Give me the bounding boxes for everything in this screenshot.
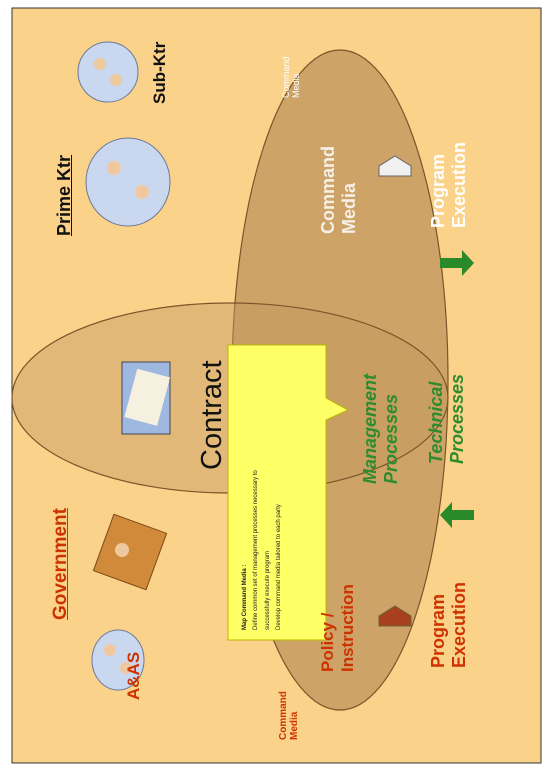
prime-ktr-label: Prime Ktr bbox=[54, 154, 74, 236]
note-line-2: successfully execute program bbox=[264, 550, 271, 630]
program-execution-label-right: Program Execution bbox=[428, 141, 469, 228]
people-group-icon bbox=[77, 41, 139, 103]
green-arrow-icon bbox=[440, 250, 474, 276]
command-media-arrow-icon bbox=[378, 605, 412, 627]
note-text: Map Command Media : Define common set of… bbox=[240, 350, 286, 630]
desk-worker-icon bbox=[92, 513, 168, 591]
contract-label: Contract bbox=[196, 360, 228, 470]
policy-instruction-label: Policy / Instruction bbox=[318, 584, 357, 672]
note-line-1: Define common set of management processe… bbox=[253, 470, 260, 630]
management-processes-label: Management Processes bbox=[360, 373, 401, 484]
people-group-icon bbox=[91, 629, 145, 691]
sub-ktr-label: Sub-Ktr bbox=[150, 41, 169, 104]
command-media-label-right: Command Media bbox=[281, 56, 301, 98]
a-and-as-label: A&AS bbox=[124, 651, 143, 700]
green-arrow-icon bbox=[440, 502, 474, 528]
government-label: Government bbox=[50, 508, 71, 620]
contract-document-icon bbox=[121, 361, 171, 435]
program-execution-label-left: Program Execution bbox=[428, 581, 469, 668]
command-media-label-left: Command Media bbox=[278, 691, 300, 740]
people-group-icon bbox=[85, 137, 171, 227]
note-line-3: Develop command media tailored to each p… bbox=[276, 504, 283, 630]
note-title: Map Command Media : bbox=[242, 564, 248, 630]
technical-processes-label: Technical Processes bbox=[426, 373, 467, 464]
note-callout bbox=[227, 344, 350, 641]
command-media-arrow-icon bbox=[378, 155, 412, 177]
command-media-label-mid: Command Media bbox=[318, 145, 359, 234]
